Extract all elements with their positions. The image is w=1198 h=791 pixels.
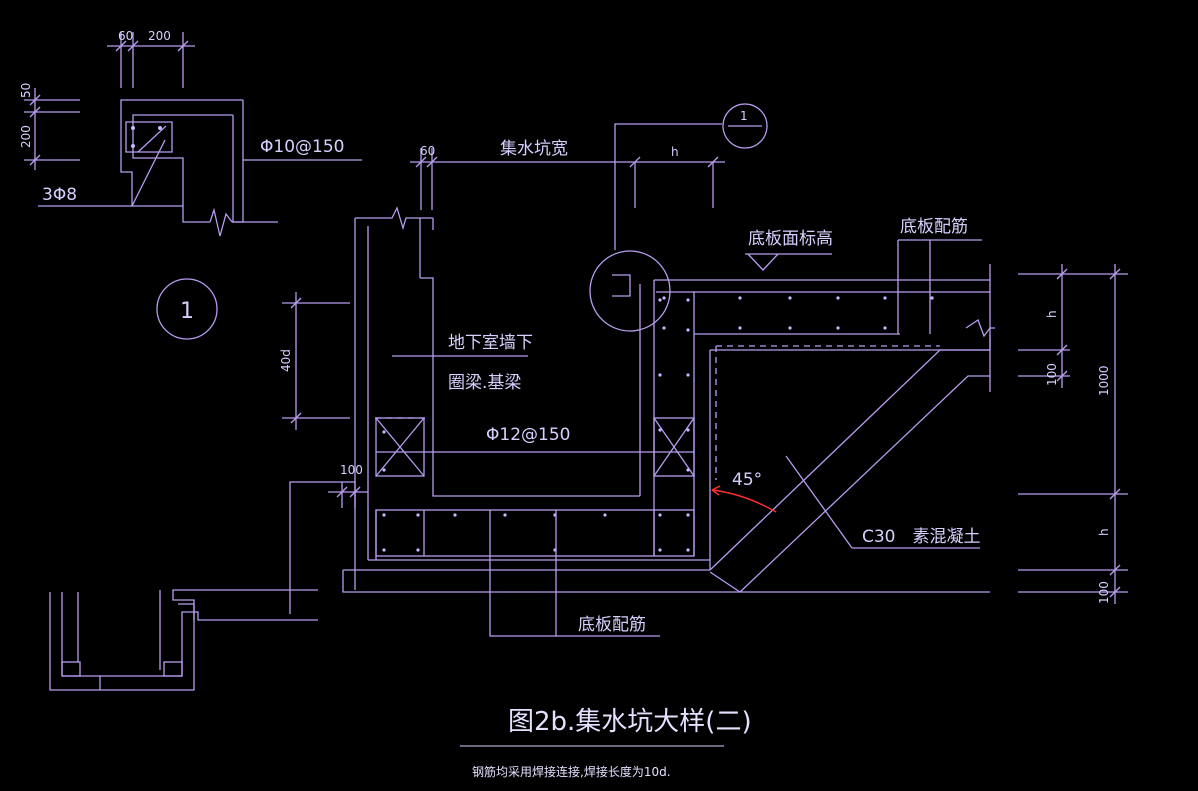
concrete-label: C30 素混凝土 <box>862 527 981 547</box>
sump-pit-section: 60 集水坑宽 1 h 40d 地下室墙下 圈梁.基梁 <box>279 103 995 637</box>
dim-60: 60 <box>420 144 435 158</box>
left-dim-200: 200 <box>19 125 33 148</box>
floor-level-label: 底板面标高 <box>748 229 833 249</box>
callout-number: 1 <box>180 299 194 324</box>
slab-reinf-bottom-label: 底板配筋 <box>578 615 646 635</box>
right-dim-100-lower: 100 <box>1097 581 1111 604</box>
drawing-note: 钢筋均采用焊接连接,焊接长度为10d. <box>472 764 671 779</box>
pit-width-label: 集水坑宽 <box>500 139 568 159</box>
dim-100-left: 100 <box>340 463 363 477</box>
top-dim-200: 200 <box>148 29 171 43</box>
right-dim-h-lower: h <box>1097 528 1111 536</box>
right-dim-100-upper: 100 <box>1045 363 1059 386</box>
right-dim-h-upper: h <box>1045 310 1059 318</box>
beam-section-detail: 60 200 50 200 3Φ8 Φ10@150 <box>19 29 362 237</box>
drawing-title-block: 图2b.集水坑大样(二) 钢筋均采用焊接连接,焊接长度为10d. <box>460 707 752 779</box>
slab-reinf-top-label: 底板配筋 <box>900 217 968 237</box>
label-3phi8: 3Φ8 <box>42 185 77 205</box>
angle-45: 45° <box>732 470 762 490</box>
right-dim-1000: 1000 <box>1097 365 1111 396</box>
label-phi12-150: Φ12@150 <box>486 425 570 445</box>
top-dim-60: 60 <box>118 29 133 43</box>
callout-top-number: 1 <box>740 109 748 123</box>
rebar-dots-top <box>662 296 934 330</box>
right-dimension-chain: h 100 1000 h 100 <box>1018 264 1128 604</box>
left-dim-50: 50 <box>19 83 33 98</box>
wall-beam-label-1: 地下室墙下 <box>448 333 533 353</box>
label-phi10-150: Φ10@150 <box>260 137 344 157</box>
dim-h-top: h <box>671 145 679 159</box>
dim-40d: 40d <box>279 349 293 372</box>
rebar-dots-bottom <box>382 298 690 552</box>
foundation-step-detail <box>49 589 318 691</box>
wall-beam-label-2: 圈梁.基梁 <box>448 373 521 393</box>
drawing-title: 图2b.集水坑大样(二) <box>508 707 752 737</box>
detail-callout-1: 1 <box>156 278 218 340</box>
